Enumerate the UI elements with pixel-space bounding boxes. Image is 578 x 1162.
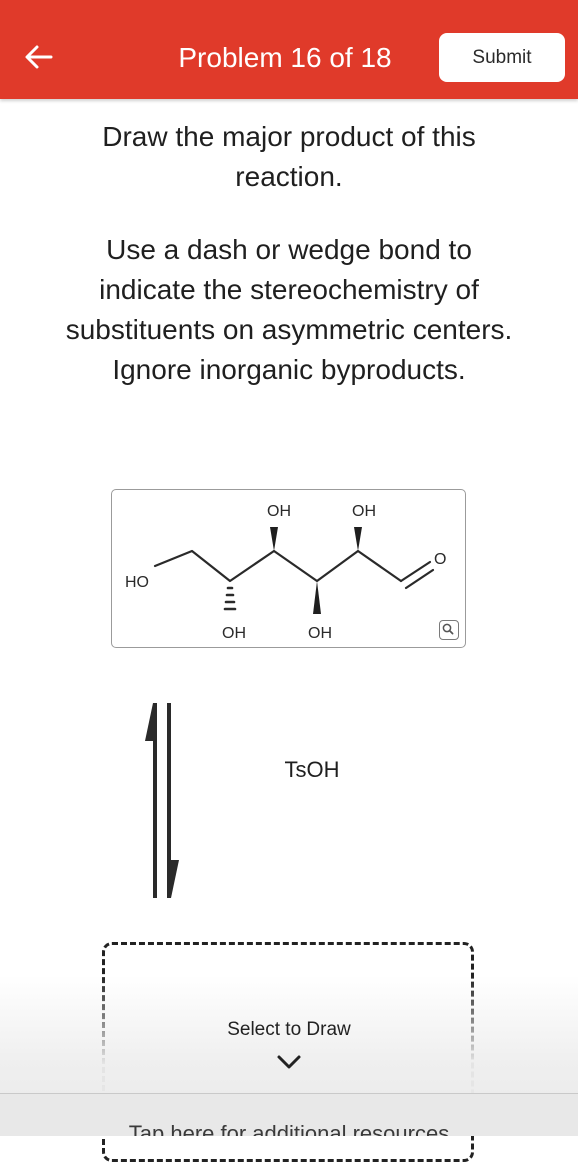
reagent-label: TsOH	[284, 757, 340, 782]
wedge-bond	[313, 581, 321, 614]
guidance-line: Ignore inorganic byproducts.	[112, 354, 466, 385]
hydroxyl-label: OH	[222, 625, 246, 642]
question-text: Draw the major product of this reaction.	[0, 117, 578, 197]
zoom-button[interactable]	[439, 620, 459, 640]
magnifier-icon	[442, 623, 454, 635]
hydroxyl-label: HO	[125, 574, 149, 591]
wedge-bond	[270, 527, 278, 551]
hydroxyl-label: OH	[267, 503, 291, 520]
back-arrow-icon	[25, 45, 53, 69]
guidance-line: indicate the stereochemistry of	[99, 274, 479, 305]
back-button[interactable]	[22, 40, 56, 74]
guidance-line: Use a dash or wedge bond to	[106, 234, 472, 265]
wedge-bond	[354, 527, 362, 551]
carbon-chain	[153, 549, 403, 583]
resources-link-text[interactable]: Tap here for additional resources	[128, 1121, 450, 1136]
carbonyl-bond	[399, 560, 432, 583]
problem-title: Problem 16 of 18	[178, 42, 392, 73]
hydroxyl-label: OH	[352, 503, 376, 520]
guidance-text: Use a dash or wedge bond to indicate the…	[0, 230, 578, 390]
equilibrium-arrows-icon	[140, 697, 190, 907]
app-header: Problem 16 of 18 Submit	[0, 0, 578, 99]
hydroxyl-label: OH	[308, 625, 332, 642]
carbonyl-bond-second	[404, 568, 435, 590]
guidance-line: substituents on asymmetric centers.	[65, 314, 513, 345]
question-line: reaction.	[235, 161, 343, 192]
molecule-drawing: HO OH OH OH OH O	[125, 503, 446, 642]
submit-button[interactable]: Submit	[439, 33, 565, 82]
question-line: Draw the major product of this	[102, 121, 476, 152]
chevron-down-icon[interactable]	[276, 1054, 302, 1075]
starting-material-structure: HO OH OH OH OH O	[111, 489, 466, 648]
hashed-bond	[223, 586, 237, 611]
additional-resources-bar[interactable]: Tap here for additional resources	[0, 1093, 578, 1136]
carbonyl-oxygen-label: O	[434, 551, 446, 568]
select-to-draw-label[interactable]: Select to Draw	[227, 1019, 351, 1040]
